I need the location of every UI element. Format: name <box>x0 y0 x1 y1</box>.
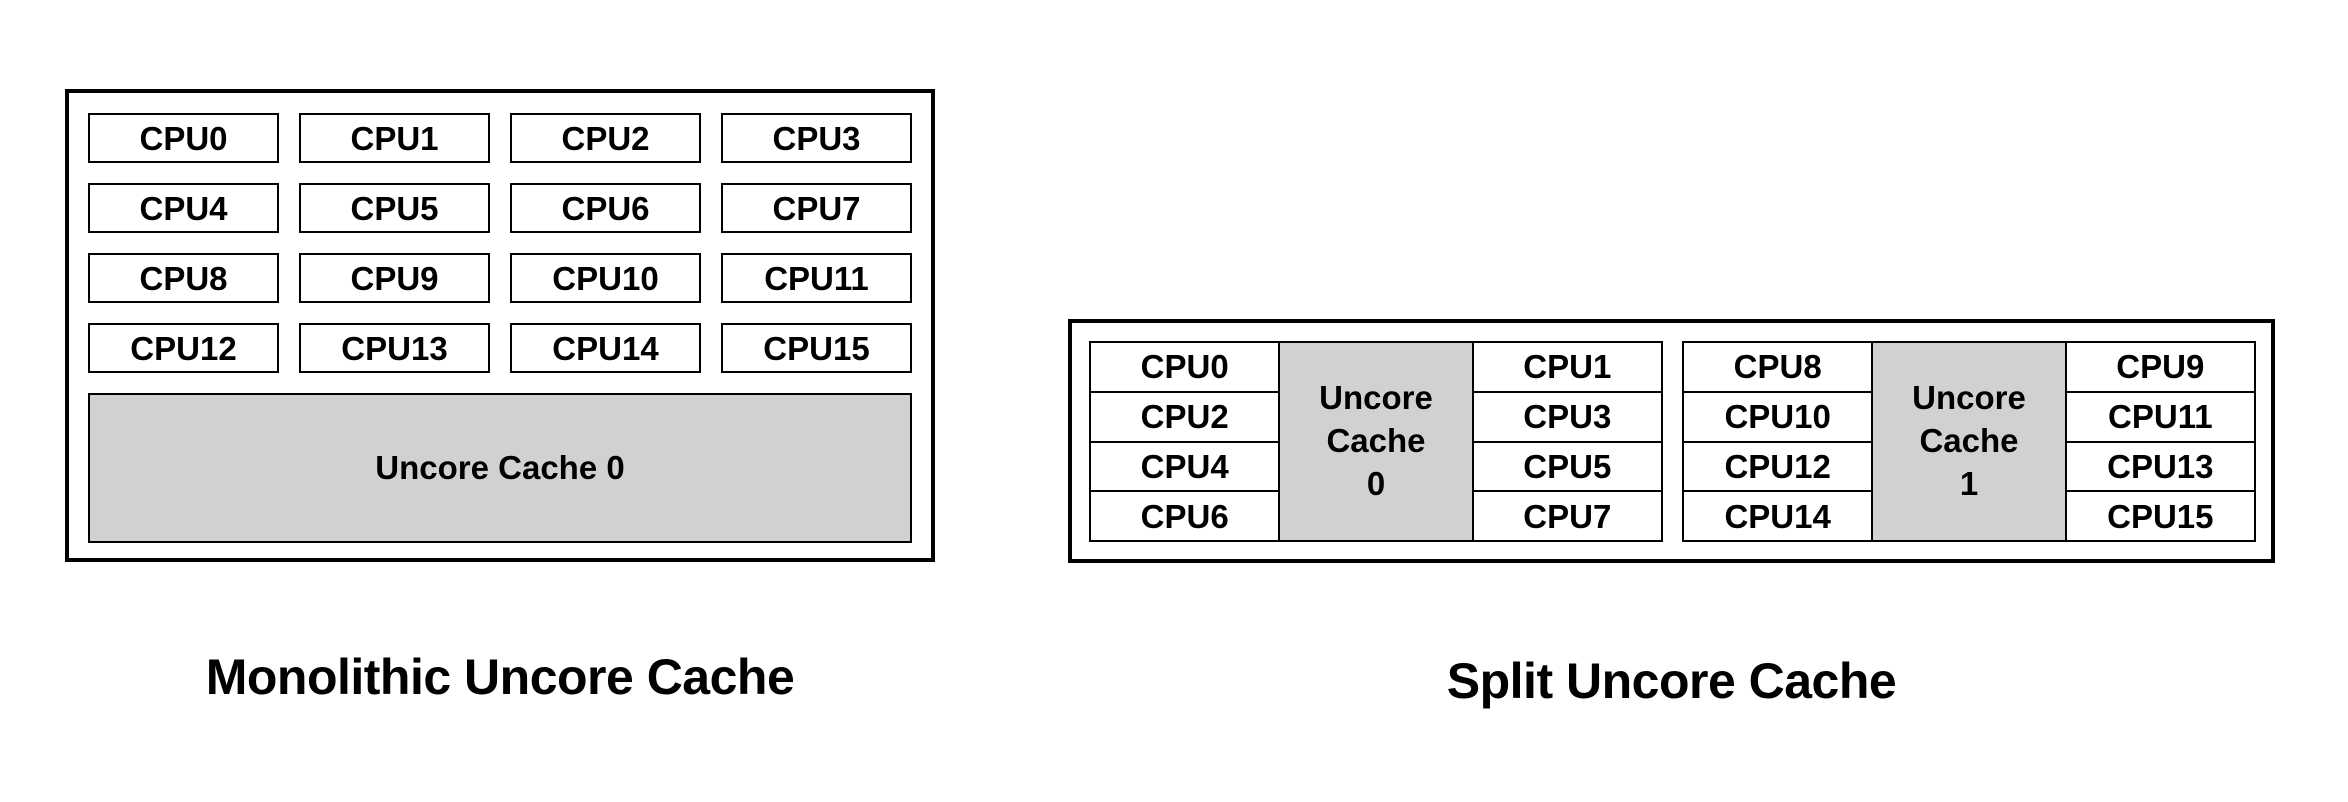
monolithic-caption: Monolithic Uncore Cache <box>205 649 795 705</box>
uncore-cache-0-split-box: Uncore Cache 0 <box>1277 341 1475 542</box>
cpu-cell: CPU15 <box>2107 497 2214 535</box>
cpu-box: CPU8 <box>88 253 279 303</box>
cpu-box: CPU14 <box>510 323 701 373</box>
cpu-cell: CPU13 <box>2066 443 2254 493</box>
cpu-cell: CPU2 <box>1091 393 1279 443</box>
split-caption: Split Uncore Cache <box>1446 653 1897 709</box>
cpu-box: CPU12 <box>88 323 279 373</box>
cpu-box: CPU2 <box>510 113 701 163</box>
cpu-box: CPU7 <box>721 183 912 233</box>
cpu-box: CPU13 <box>299 323 490 373</box>
cpu-box: CPU9 <box>299 253 490 303</box>
split-group-0: CPU0 CPU2 CPU4 CPU6 Uncore Cache 0 CPU1 … <box>1089 341 1663 542</box>
cpu-column-odd-0: CPU1 CPU3 CPU5 CPU7 <box>1471 341 1663 542</box>
cpu-cell: CPU6 <box>1140 497 1229 535</box>
monolithic-uncore-diagram: CPU0 CPU1 CPU2 CPU3 CPU4 CPU5 CPU6 CPU7 … <box>65 89 935 562</box>
cpu-cell: CPU14 <box>1724 497 1831 535</box>
cpu-cell: CPU0 <box>1091 343 1279 393</box>
cpu-column-even-1: CPU8 CPU10 CPU12 CPU14 <box>1682 341 1874 542</box>
cpu-box: CPU6 <box>510 183 701 233</box>
cpu-cell: CPU1 <box>1473 343 1661 393</box>
cpu-cell: CPU3 <box>1473 393 1661 443</box>
cpu-box: CPU1 <box>299 113 490 163</box>
cpu-cell: CPU5 <box>1473 443 1661 493</box>
cpu-cell: CPU7 <box>1523 497 1612 535</box>
cpu-box: CPU0 <box>88 113 279 163</box>
cpu-grid: CPU0 CPU1 CPU2 CPU3 CPU4 CPU5 CPU6 CPU7 … <box>88 113 912 373</box>
cpu-box: CPU10 <box>510 253 701 303</box>
cpu-cell: CPU4 <box>1091 443 1279 493</box>
split-uncore-diagram: CPU0 CPU2 CPU4 CPU6 Uncore Cache 0 CPU1 … <box>1068 319 2275 563</box>
cpu-box: CPU4 <box>88 183 279 233</box>
cpu-box: CPU11 <box>721 253 912 303</box>
cpu-box: CPU15 <box>721 323 912 373</box>
cpu-cell: CPU8 <box>1684 343 1872 393</box>
uncore-cache-0-box: Uncore Cache 0 <box>88 393 912 543</box>
uncore-cache-1-split-box: Uncore Cache 1 <box>1870 341 2068 542</box>
cpu-box: CPU3 <box>721 113 912 163</box>
cpu-cell: CPU9 <box>2066 343 2254 393</box>
cpu-cell: CPU10 <box>1684 393 1872 443</box>
split-group-1: CPU8 CPU10 CPU12 CPU14 Uncore Cache 1 CP… <box>1682 341 2256 542</box>
cpu-column-even-0: CPU0 CPU2 CPU4 CPU6 <box>1089 341 1281 542</box>
cpu-cell: CPU12 <box>1684 443 1872 493</box>
cpu-cell: CPU11 <box>2066 393 2254 443</box>
cpu-box: CPU5 <box>299 183 490 233</box>
cpu-column-odd-1: CPU9 CPU11 CPU13 CPU15 <box>2064 341 2256 542</box>
